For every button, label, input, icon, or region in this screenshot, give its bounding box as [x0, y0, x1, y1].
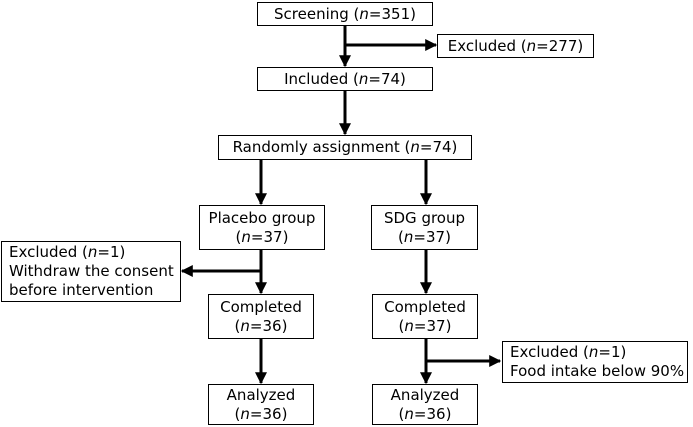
random-assignment-box: Randomly assignment (n=74)	[218, 135, 472, 160]
included-box: Included (n=74)	[257, 67, 433, 91]
screening-box: Screening (n=351)	[257, 2, 433, 26]
analyzed-sdg-box: Analyzed (n=36)	[372, 384, 478, 425]
placebo-group-box: Placebo group (n=37)	[199, 205, 325, 250]
completed-sdg-box: Completed (n=37)	[372, 294, 478, 339]
completed-placebo-box: Completed (n=36)	[208, 294, 314, 339]
sdg-group-box: SDG group (n=37)	[371, 205, 478, 250]
excluded-food-intake-box: Excluded (n=1) Food intake below 90%	[502, 341, 688, 383]
excluded-withdraw-box: Excluded (n=1) Withdraw the consent befo…	[1, 241, 181, 302]
analyzed-placebo-box: Analyzed (n=36)	[208, 384, 314, 425]
excluded-screening-box: Excluded (n=277)	[437, 34, 594, 58]
